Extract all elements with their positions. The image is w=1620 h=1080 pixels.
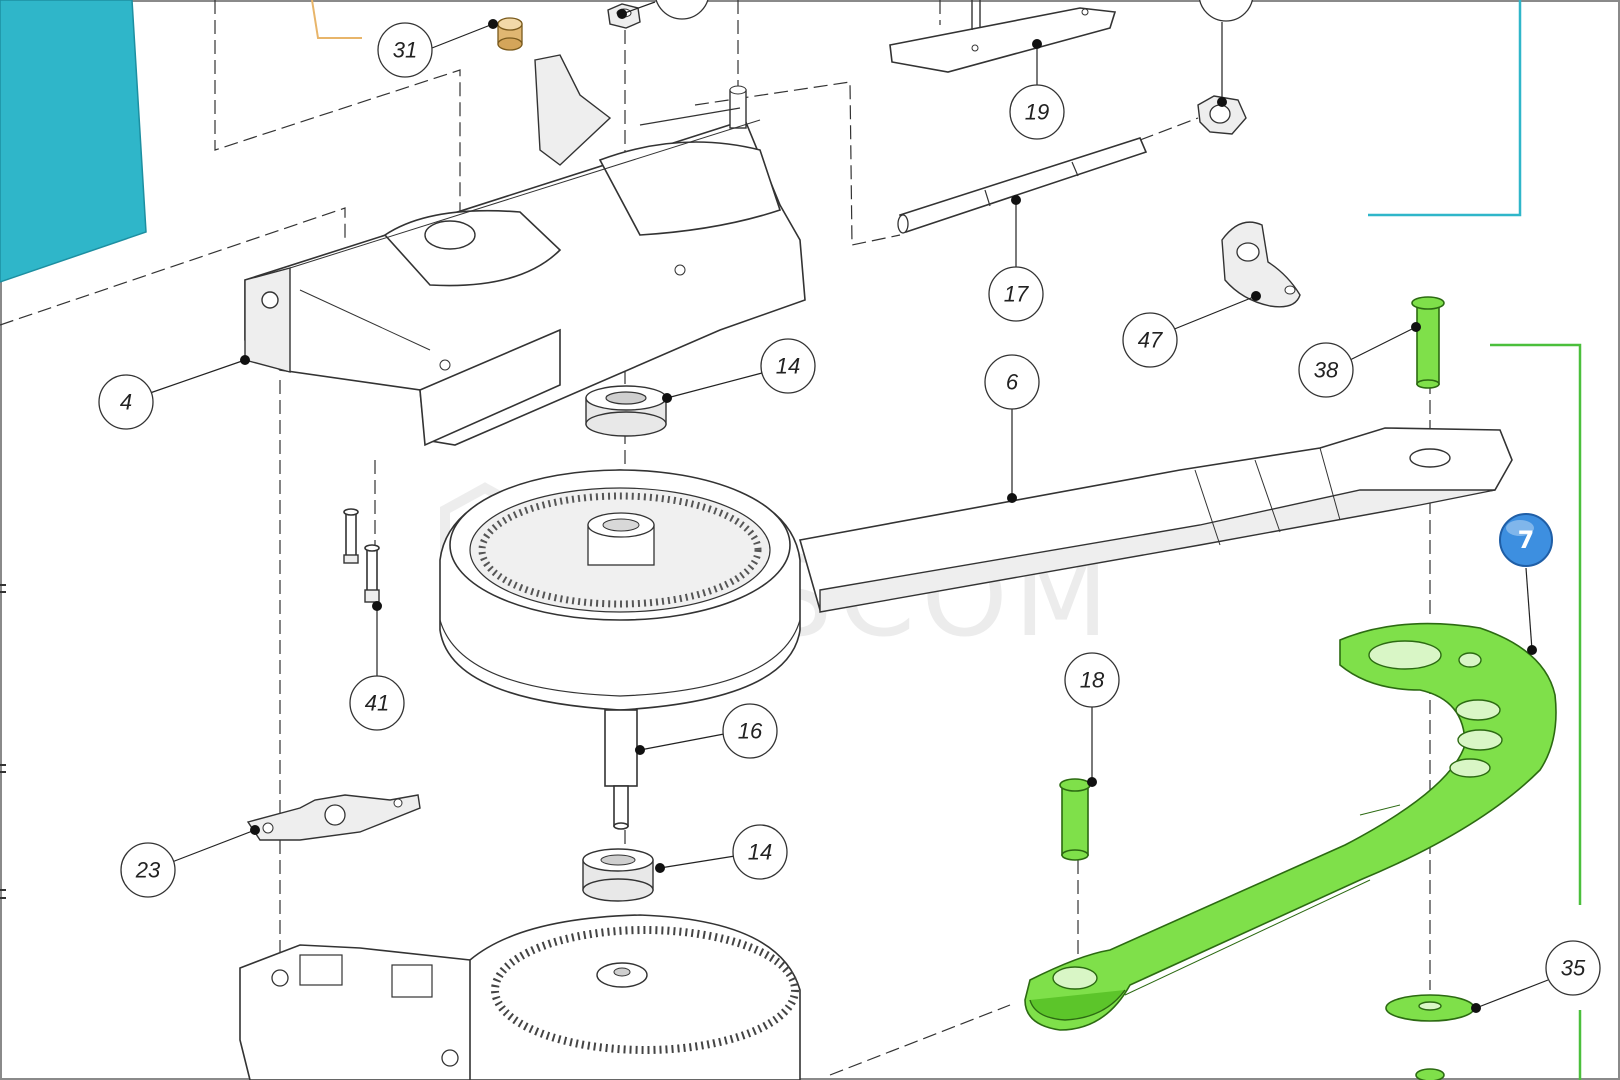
part-16-shaft bbox=[604, 709, 638, 830]
highlight-badge[interactable] bbox=[1499, 513, 1553, 567]
part-47-clip bbox=[1221, 221, 1301, 308]
callout-31: 31 bbox=[377, 19, 498, 78]
part-14-bearing-lower bbox=[582, 848, 654, 902]
callout-17-label: 17 bbox=[1004, 282, 1029, 307]
part-flange-nut bbox=[1197, 95, 1247, 135]
callout-23: 23 bbox=[120, 825, 260, 898]
callout-16-label: 16 bbox=[738, 719, 763, 744]
part-6-drive-arm bbox=[439, 427, 1513, 711]
part-17-shaft bbox=[897, 137, 1148, 234]
callout-18-label: 18 bbox=[1080, 668, 1105, 693]
callout-4-label: 4 bbox=[120, 390, 132, 415]
callout-6: 6 bbox=[984, 354, 1040, 503]
callout-14-lower-label: 14 bbox=[748, 840, 772, 865]
callout-19-label: 19 bbox=[1025, 100, 1049, 125]
teal-panel bbox=[0, 0, 147, 283]
callout-23-label: 23 bbox=[135, 858, 161, 883]
callout-6-label: 6 bbox=[1006, 370, 1019, 395]
callout-7-highlight[interactable]: 7 bbox=[1499, 513, 1553, 655]
callout-14-upper: 14 bbox=[662, 338, 816, 403]
part-14-bearing-upper bbox=[585, 385, 667, 437]
callout-41: 41 bbox=[349, 601, 405, 731]
part-31-bushing bbox=[497, 17, 523, 51]
callout-19: 19 bbox=[1009, 39, 1065, 140]
badge-shine bbox=[1506, 520, 1534, 536]
part-7-curved-arm bbox=[1024, 622, 1557, 1031]
callout-top-right-partial bbox=[1199, 0, 1253, 107]
callout-32-label: 32 bbox=[670, 0, 694, 5]
tan-group-bracket bbox=[311, 0, 362, 39]
left-edge-marks bbox=[0, 584, 6, 899]
part-18-pin bbox=[1059, 778, 1091, 861]
part-38-pin bbox=[1411, 296, 1445, 389]
part-4-upper-housing bbox=[244, 54, 806, 447]
callout-18: 18 bbox=[1064, 652, 1120, 787]
callout-32: 32 bbox=[617, 0, 709, 20]
callout-38: 38 bbox=[1298, 322, 1421, 398]
callout-47-label: 47 bbox=[1138, 328, 1163, 353]
callout-16: 16 bbox=[635, 703, 778, 759]
part-lower-housing bbox=[239, 914, 801, 1080]
callout-17: 17 bbox=[988, 195, 1044, 322]
part-19-bracket-plate bbox=[889, 0, 1117, 73]
callout-14-lower: 14 bbox=[655, 824, 788, 880]
teal-group-bracket bbox=[1368, 0, 1522, 217]
callout-47: 47 bbox=[1122, 291, 1261, 368]
part-23-gasket bbox=[246, 794, 421, 841]
callout-35: 35 bbox=[1471, 940, 1601, 1013]
callout-14-upper-label: 14 bbox=[776, 354, 800, 379]
green-group-bracket bbox=[1490, 343, 1582, 905]
callout-38-label: 38 bbox=[1314, 358, 1339, 383]
callout-4: 4 bbox=[98, 355, 250, 430]
callout-7-label: 7 bbox=[1518, 526, 1535, 554]
part-35-lower-nut bbox=[1415, 1068, 1445, 1080]
callout-35-label: 35 bbox=[1561, 956, 1586, 981]
part-35-washer bbox=[1385, 994, 1475, 1022]
callout-41-label: 41 bbox=[365, 691, 389, 716]
part-41-screws bbox=[343, 508, 380, 603]
callout-31-label: 31 bbox=[393, 38, 417, 63]
